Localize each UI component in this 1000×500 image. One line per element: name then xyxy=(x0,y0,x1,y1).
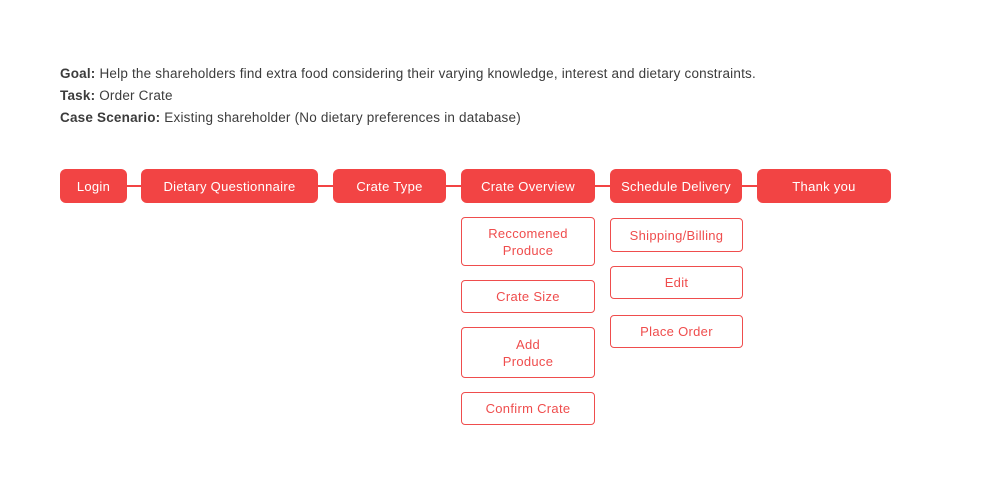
substep-add-produce: Add Produce xyxy=(461,327,595,378)
step-thank-you: Thank you xyxy=(757,169,891,203)
connector-2 xyxy=(318,185,333,187)
step-crate-type: Crate Type xyxy=(333,169,446,203)
substep-place-order: Place Order xyxy=(610,315,743,348)
scenario-line: Case Scenario: Existing shareholder (No … xyxy=(60,107,756,129)
task-label: Task: xyxy=(60,88,96,103)
connector-4 xyxy=(595,185,610,187)
connector-3 xyxy=(446,185,461,187)
step-dietary-questionnaire: Dietary Questionnaire xyxy=(141,169,318,203)
step-schedule-delivery: Schedule Delivery xyxy=(610,169,742,203)
goal-line: Goal: Help the shareholders find extra f… xyxy=(60,63,756,85)
scenario-label: Case Scenario: xyxy=(60,110,161,125)
substep-confirm-crate: Confirm Crate xyxy=(461,392,595,425)
substep-crate-size: Crate Size xyxy=(461,280,595,313)
step-login: Login xyxy=(60,169,127,203)
task-text: Order Crate xyxy=(95,88,173,103)
task-line: Task: Order Crate xyxy=(60,85,756,107)
brief: Goal: Help the shareholders find extra f… xyxy=(60,63,756,129)
goal-text: Help the shareholders find extra food co… xyxy=(95,66,756,81)
connector-5 xyxy=(742,185,757,187)
goal-label: Goal: xyxy=(60,66,96,81)
substep-recommended-produce: Reccomened Produce xyxy=(461,217,595,266)
step-crate-overview: Crate Overview xyxy=(461,169,595,203)
connector-1 xyxy=(127,185,141,187)
scenario-text: Existing shareholder (No dietary prefere… xyxy=(160,110,521,125)
substep-edit: Edit xyxy=(610,266,743,299)
substep-shipping-billing: Shipping/Billing xyxy=(610,218,743,252)
